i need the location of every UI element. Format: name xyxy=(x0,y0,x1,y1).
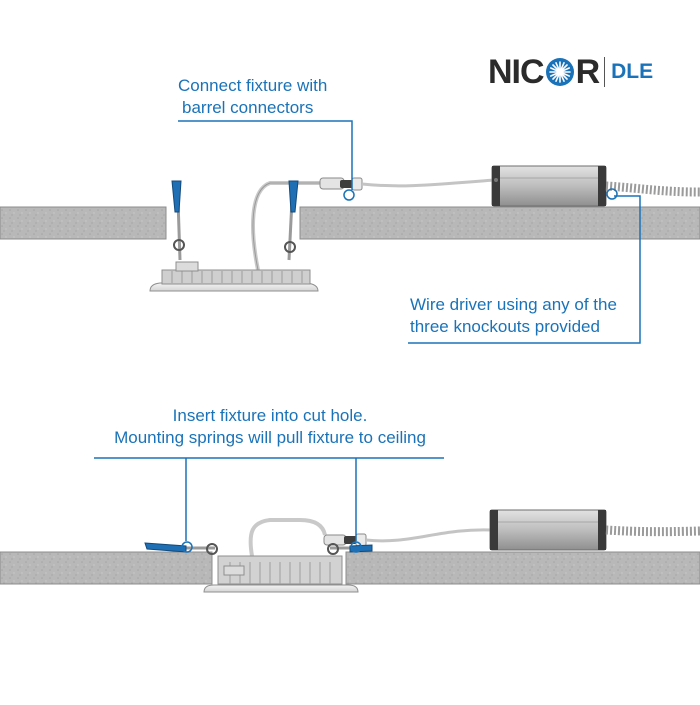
fixture-wire-2 xyxy=(248,518,327,557)
ceiling-board-left xyxy=(0,206,167,240)
led-driver-2 xyxy=(489,509,700,551)
product-name: DLE xyxy=(611,60,654,83)
nicor-dle-logo: NIC R DLE xyxy=(488,52,654,92)
wire-driver-callout-line xyxy=(408,195,641,344)
insert-callout-line1: Insert fixture into cut hole. xyxy=(172,406,368,425)
wire-driver-callout-line2: three knockouts provided xyxy=(410,317,600,336)
starburst-o-icon xyxy=(545,58,574,86)
insert-callout: Insert fixture into cut hole. Mounting s… xyxy=(94,405,446,449)
ceiling-board-left-2 xyxy=(0,551,213,585)
fixture-wire-outline xyxy=(252,182,320,271)
brand-right: R xyxy=(575,52,601,91)
led-driver xyxy=(491,165,700,207)
top-scene xyxy=(0,120,700,344)
driver-wire-2 xyxy=(365,528,493,543)
wire-driver-callout-marker xyxy=(606,188,618,200)
connect-callout-line2: barrel connectors xyxy=(182,98,314,117)
mounting-spring-left xyxy=(171,180,185,261)
ceiling-board-right xyxy=(299,206,700,240)
brand-wordmark: NIC R xyxy=(488,52,601,92)
ceiling-board-right-2 xyxy=(345,551,700,585)
brand-left: NIC xyxy=(488,52,545,91)
connect-callout-line xyxy=(178,120,353,190)
insert-callout-marker-right xyxy=(350,541,362,553)
insert-callout-marker-left xyxy=(181,541,193,553)
wire-driver-callout: Wire driver using any of the three knock… xyxy=(410,294,617,338)
insert-callout-line2: Mounting springs will pull fixture to ce… xyxy=(114,428,426,447)
connect-callout-marker xyxy=(343,189,355,201)
bottom-scene xyxy=(0,457,700,593)
wire-driver-callout-line1: Wire driver using any of the xyxy=(410,295,617,314)
fixture-top xyxy=(149,261,319,292)
mounting-spring-right xyxy=(284,180,299,261)
connect-callout-line1: Connect fixture with xyxy=(178,76,328,95)
barrel-connector xyxy=(319,177,363,191)
fixture-bottom xyxy=(203,555,359,593)
logo-divider xyxy=(604,57,606,87)
connect-callout: Connect fixture with barrel connectors xyxy=(178,75,327,119)
driver-wire xyxy=(361,178,495,188)
